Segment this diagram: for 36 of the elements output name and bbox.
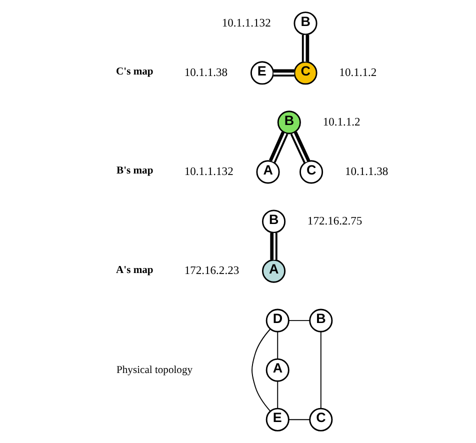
node-circle: C xyxy=(308,408,332,432)
node-circle: B xyxy=(293,12,317,36)
connector xyxy=(288,320,310,322)
node-circle: B xyxy=(308,308,332,332)
node-circle: B xyxy=(262,210,286,234)
node-circle: C xyxy=(299,160,323,184)
label: A's map xyxy=(116,264,153,276)
node-circle: A xyxy=(256,160,280,184)
node-circle: E xyxy=(265,408,289,432)
connector xyxy=(288,419,310,420)
label: C's map xyxy=(116,66,153,78)
node-label: 10.1.1.38 xyxy=(344,166,388,178)
connector xyxy=(320,331,321,409)
connector xyxy=(270,233,277,260)
connector xyxy=(276,381,278,409)
connector xyxy=(276,332,278,360)
node-label: 172.16.2.23 xyxy=(184,265,239,278)
node-circle: C xyxy=(293,61,317,85)
node-label: 10.1.1.2 xyxy=(322,116,360,128)
node-circle: B xyxy=(276,110,300,134)
node-circle: A xyxy=(262,259,286,283)
connector xyxy=(290,132,310,164)
node-label: 10.1.1.132 xyxy=(221,17,270,30)
node-circle: E xyxy=(250,61,274,85)
connector xyxy=(251,328,270,412)
node-label: 10.1.1.38 xyxy=(184,66,228,79)
node-label: 10.1.1.2 xyxy=(338,66,376,79)
connector xyxy=(268,132,288,163)
connector xyxy=(272,69,294,77)
node-circle: D xyxy=(265,308,289,332)
connector xyxy=(301,34,309,62)
node-label: 172.16.2.75 xyxy=(306,215,362,228)
node-label: 10.1.1.132 xyxy=(184,166,233,178)
label: B's map xyxy=(116,166,153,177)
node-circle: A xyxy=(265,358,289,382)
label: Physical topology xyxy=(116,364,192,376)
